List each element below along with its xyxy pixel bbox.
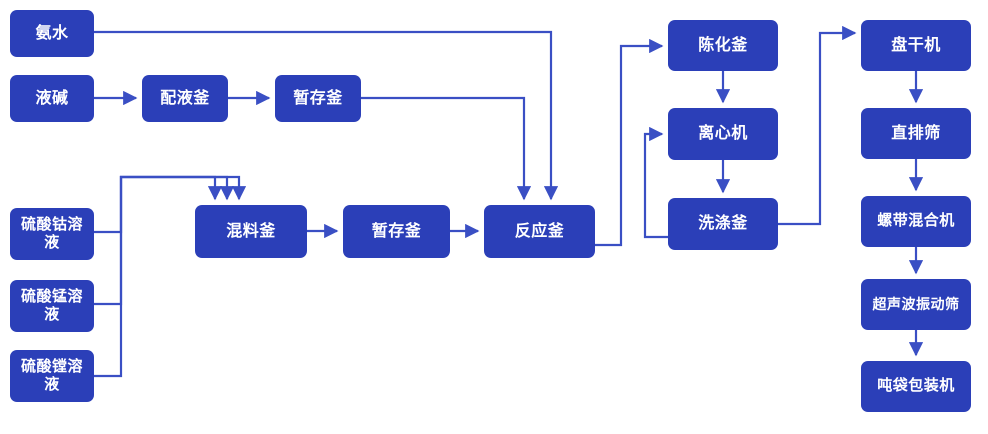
node-ultrasonic-sieve[interactable]: 超声波振动筛 [861,279,971,330]
node-centrifuge[interactable]: 离心机 [668,108,778,160]
node-ammonia[interactable]: 氨水 [10,10,94,57]
node-label-ammonia: 氨水 [35,24,69,42]
node-label-dosing-kettle: 配液釜 [160,89,210,107]
node-buffer-kettle-2[interactable]: 暂存釜 [343,205,450,258]
node-reaction-kettle[interactable]: 反应釜 [484,205,595,258]
node-label-buffer-kettle-1: 暂存釜 [293,89,343,107]
node-label-nickel-sulfate: 硫酸镗溶 液 [20,357,83,393]
node-label-straight-sieve: 直排筛 [891,124,941,142]
node-straight-sieve[interactable]: 直排筛 [861,108,971,159]
node-bag-packer[interactable]: 吨袋包装机 [861,361,971,412]
node-label-buffer-kettle-2: 暂存釜 [371,222,422,240]
edge-washing-to-dryer [778,25,857,226]
node-label-bag-packer: 吨袋包装机 [877,377,955,395]
edge-reactor-to-aging [595,38,664,247]
node-label-centrifuge: 离心机 [698,125,748,143]
node-liquid-alkali[interactable]: 液碱 [10,75,94,122]
node-label-cobalt-sulfate: 硫酸钴溶 液 [20,215,83,251]
node-label-tray-dryer: 盘干机 [891,36,941,54]
node-aging-kettle[interactable]: 陈化釜 [668,20,778,71]
node-label-ribbon-mixer: 螺带混合机 [877,212,955,230]
node-nickel-sulfate[interactable]: 硫酸镗溶 液 [10,350,94,402]
node-cobalt-sulfate[interactable]: 硫酸钴溶 液 [10,208,94,260]
node-ribbon-mixer[interactable]: 螺带混合机 [861,196,971,247]
node-label-liquid-alkali: 液碱 [35,89,69,107]
node-washing-kettle[interactable]: 洗涤釜 [668,198,778,250]
node-label-reaction-kettle: 反应釜 [514,222,565,240]
node-manganese-sulfate[interactable]: 硫酸锰溶 液 [10,280,94,332]
node-buffer-kettle-1[interactable]: 暂存釜 [275,75,361,122]
node-label-washing-kettle: 洗涤釜 [698,215,748,233]
node-dosing-kettle[interactable]: 配液釜 [142,75,228,122]
node-mixing-kettle[interactable]: 混料釜 [195,205,307,258]
node-label-aging-kettle: 陈化釜 [698,36,748,54]
node-label-mixing-kettle: 混料釜 [226,222,276,240]
node-tray-dryer[interactable]: 盘干机 [861,20,971,71]
node-label-ultrasonic-sieve: 超声波振动筛 [872,295,960,312]
node-label-manganese-sulfate: 硫酸锰溶 液 [20,287,83,323]
edge-buffer1-to-reactor [361,96,532,201]
edge-washing-to-centrifuge-loop [643,126,668,239]
